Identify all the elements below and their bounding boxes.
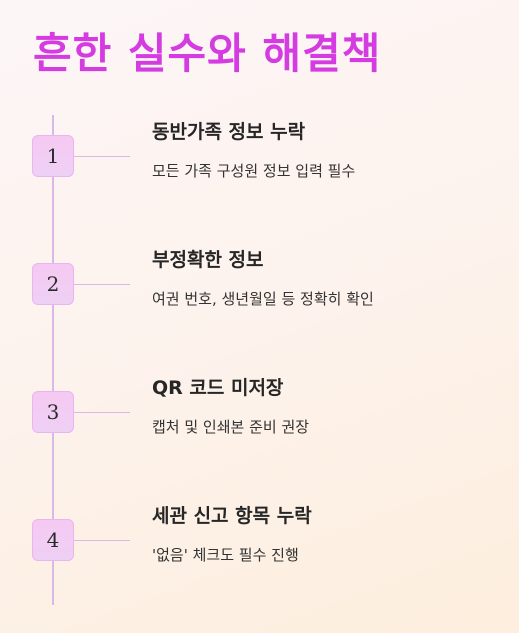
step-title: 부정확한 정보 bbox=[152, 249, 264, 271]
timeline-step-4: 4 세관 신고 항목 누락 '없음' 체크도 필수 진행 bbox=[0, 499, 519, 569]
step-description: 여권 번호, 생년월일 등 정확히 확인 bbox=[152, 290, 374, 308]
step-connector bbox=[74, 156, 130, 157]
step-title: QR 코드 미저장 bbox=[152, 377, 284, 399]
timeline-rail bbox=[52, 115, 54, 605]
step-description: 캡처 및 인쇄본 준비 권장 bbox=[152, 418, 310, 436]
timeline-step-2: 2 부정확한 정보 여권 번호, 생년월일 등 정확히 확인 bbox=[0, 243, 519, 313]
step-title: 세관 신고 항목 누락 bbox=[152, 505, 312, 527]
step-number-badge: 3 bbox=[32, 391, 74, 433]
step-description: 모든 가족 구성원 정보 입력 필수 bbox=[152, 162, 356, 180]
step-description: '없음' 체크도 필수 진행 bbox=[152, 546, 299, 564]
step-number-badge: 1 bbox=[32, 135, 74, 177]
step-title: 동반가족 정보 누락 bbox=[152, 121, 306, 143]
step-connector bbox=[74, 284, 130, 285]
step-number-badge: 4 bbox=[32, 519, 74, 561]
step-connector bbox=[74, 412, 130, 413]
step-connector bbox=[74, 540, 130, 541]
timeline-step-3: 3 QR 코드 미저장 캡처 및 인쇄본 준비 권장 bbox=[0, 371, 519, 441]
timeline-step-1: 1 동반가족 정보 누락 모든 가족 구성원 정보 입력 필수 bbox=[0, 115, 519, 185]
step-number-badge: 2 bbox=[32, 263, 74, 305]
page-title: 흔한 실수와 해결책 bbox=[33, 29, 382, 78]
